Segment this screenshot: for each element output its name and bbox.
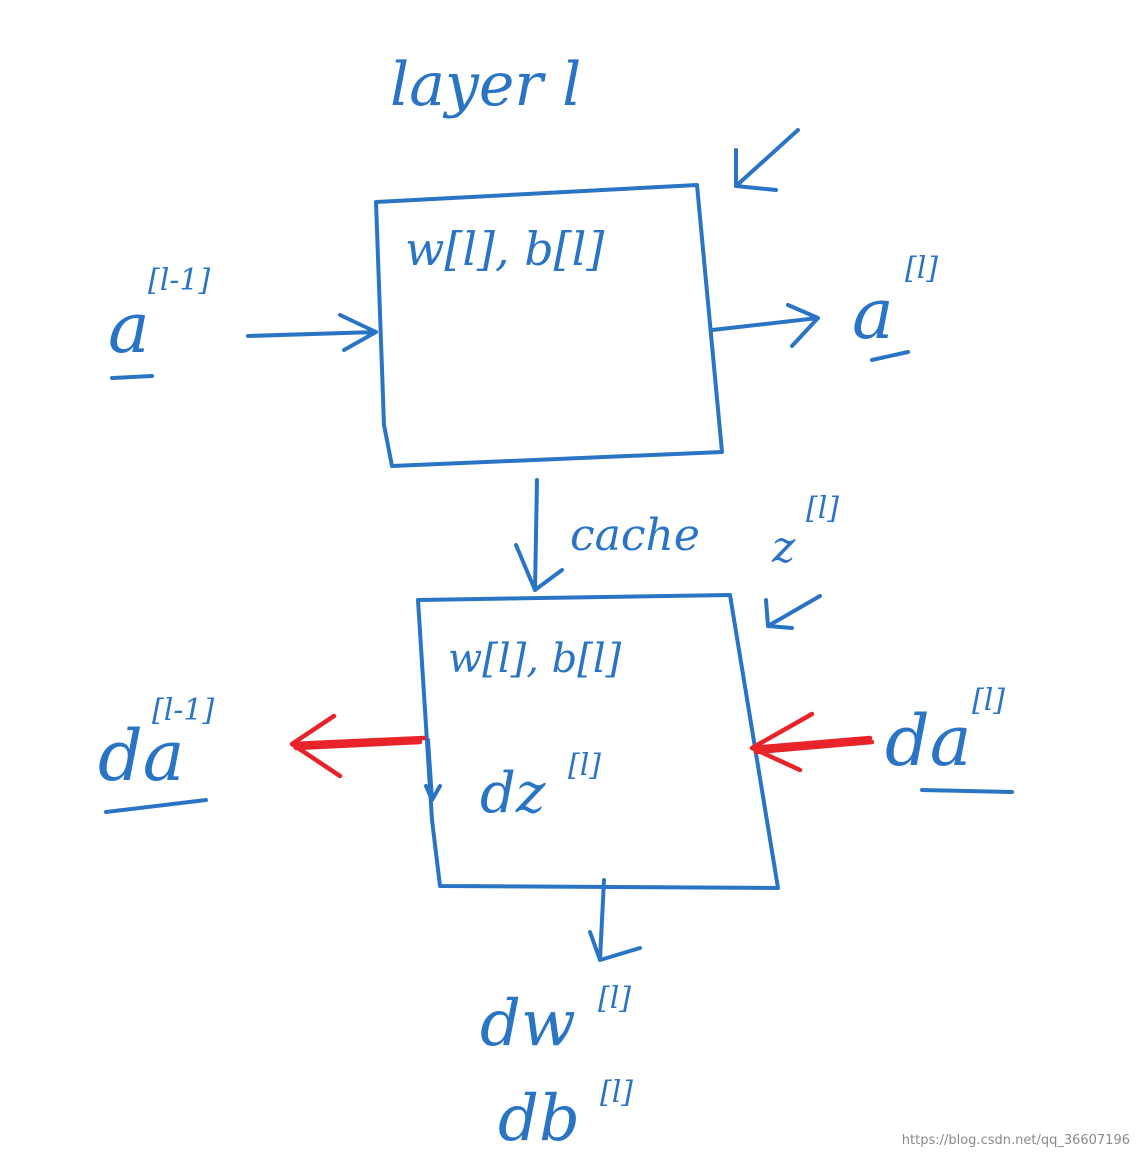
- forward-output-a: a: [852, 273, 894, 355]
- backward-block-dz-superscript: [l]: [568, 748, 601, 783]
- forward-block-params: w[l], b[l]: [405, 222, 604, 276]
- cache-label: cache: [570, 510, 700, 561]
- diagram-title: layer l: [390, 50, 581, 120]
- backward-inner-arrow: [424, 738, 442, 802]
- backward-parameter-arrow: [764, 594, 822, 630]
- gradient-db-superscript: [l]: [600, 1075, 633, 1110]
- forward-parameter-arrow: [734, 128, 800, 192]
- forward-output-arrow: [710, 303, 820, 348]
- gradient-arrow: [588, 878, 642, 962]
- cache-z-superscript: [l]: [806, 491, 839, 526]
- backward-block-params: w[l], b[l]: [448, 636, 622, 682]
- backward-input-da-superscript: [l]: [972, 683, 1005, 718]
- backward-output-arrow: [289, 713, 427, 779]
- backward-output-da-superscript: [l-1]: [152, 693, 215, 728]
- backward-input-arrow: [749, 711, 875, 773]
- forward-input-arrow: [246, 313, 378, 352]
- gradient-dw: dw: [480, 987, 576, 1061]
- backward-output-underline: [104, 798, 208, 814]
- forward-input-underline: [110, 374, 154, 380]
- forward-input-a: a: [108, 287, 150, 369]
- cache-z: z: [771, 522, 796, 573]
- forward-input-a-superscript: [l-1]: [148, 263, 211, 298]
- watermark-text: https://blog.csdn.net/qq_36607196: [901, 1133, 1130, 1148]
- gradient-dw-superscript: [l]: [598, 981, 631, 1016]
- forward-output-underline: [870, 350, 910, 362]
- backward-input-da: da: [885, 700, 972, 782]
- backward-block-dz: dz: [480, 761, 546, 826]
- gradient-db: db: [498, 1082, 580, 1156]
- cache-arrow: [514, 478, 564, 592]
- backward-output-da: da: [98, 715, 185, 797]
- forward-block: [374, 183, 724, 468]
- forward-output-a-superscript: [l]: [905, 251, 938, 286]
- backward-input-underline: [920, 788, 1014, 794]
